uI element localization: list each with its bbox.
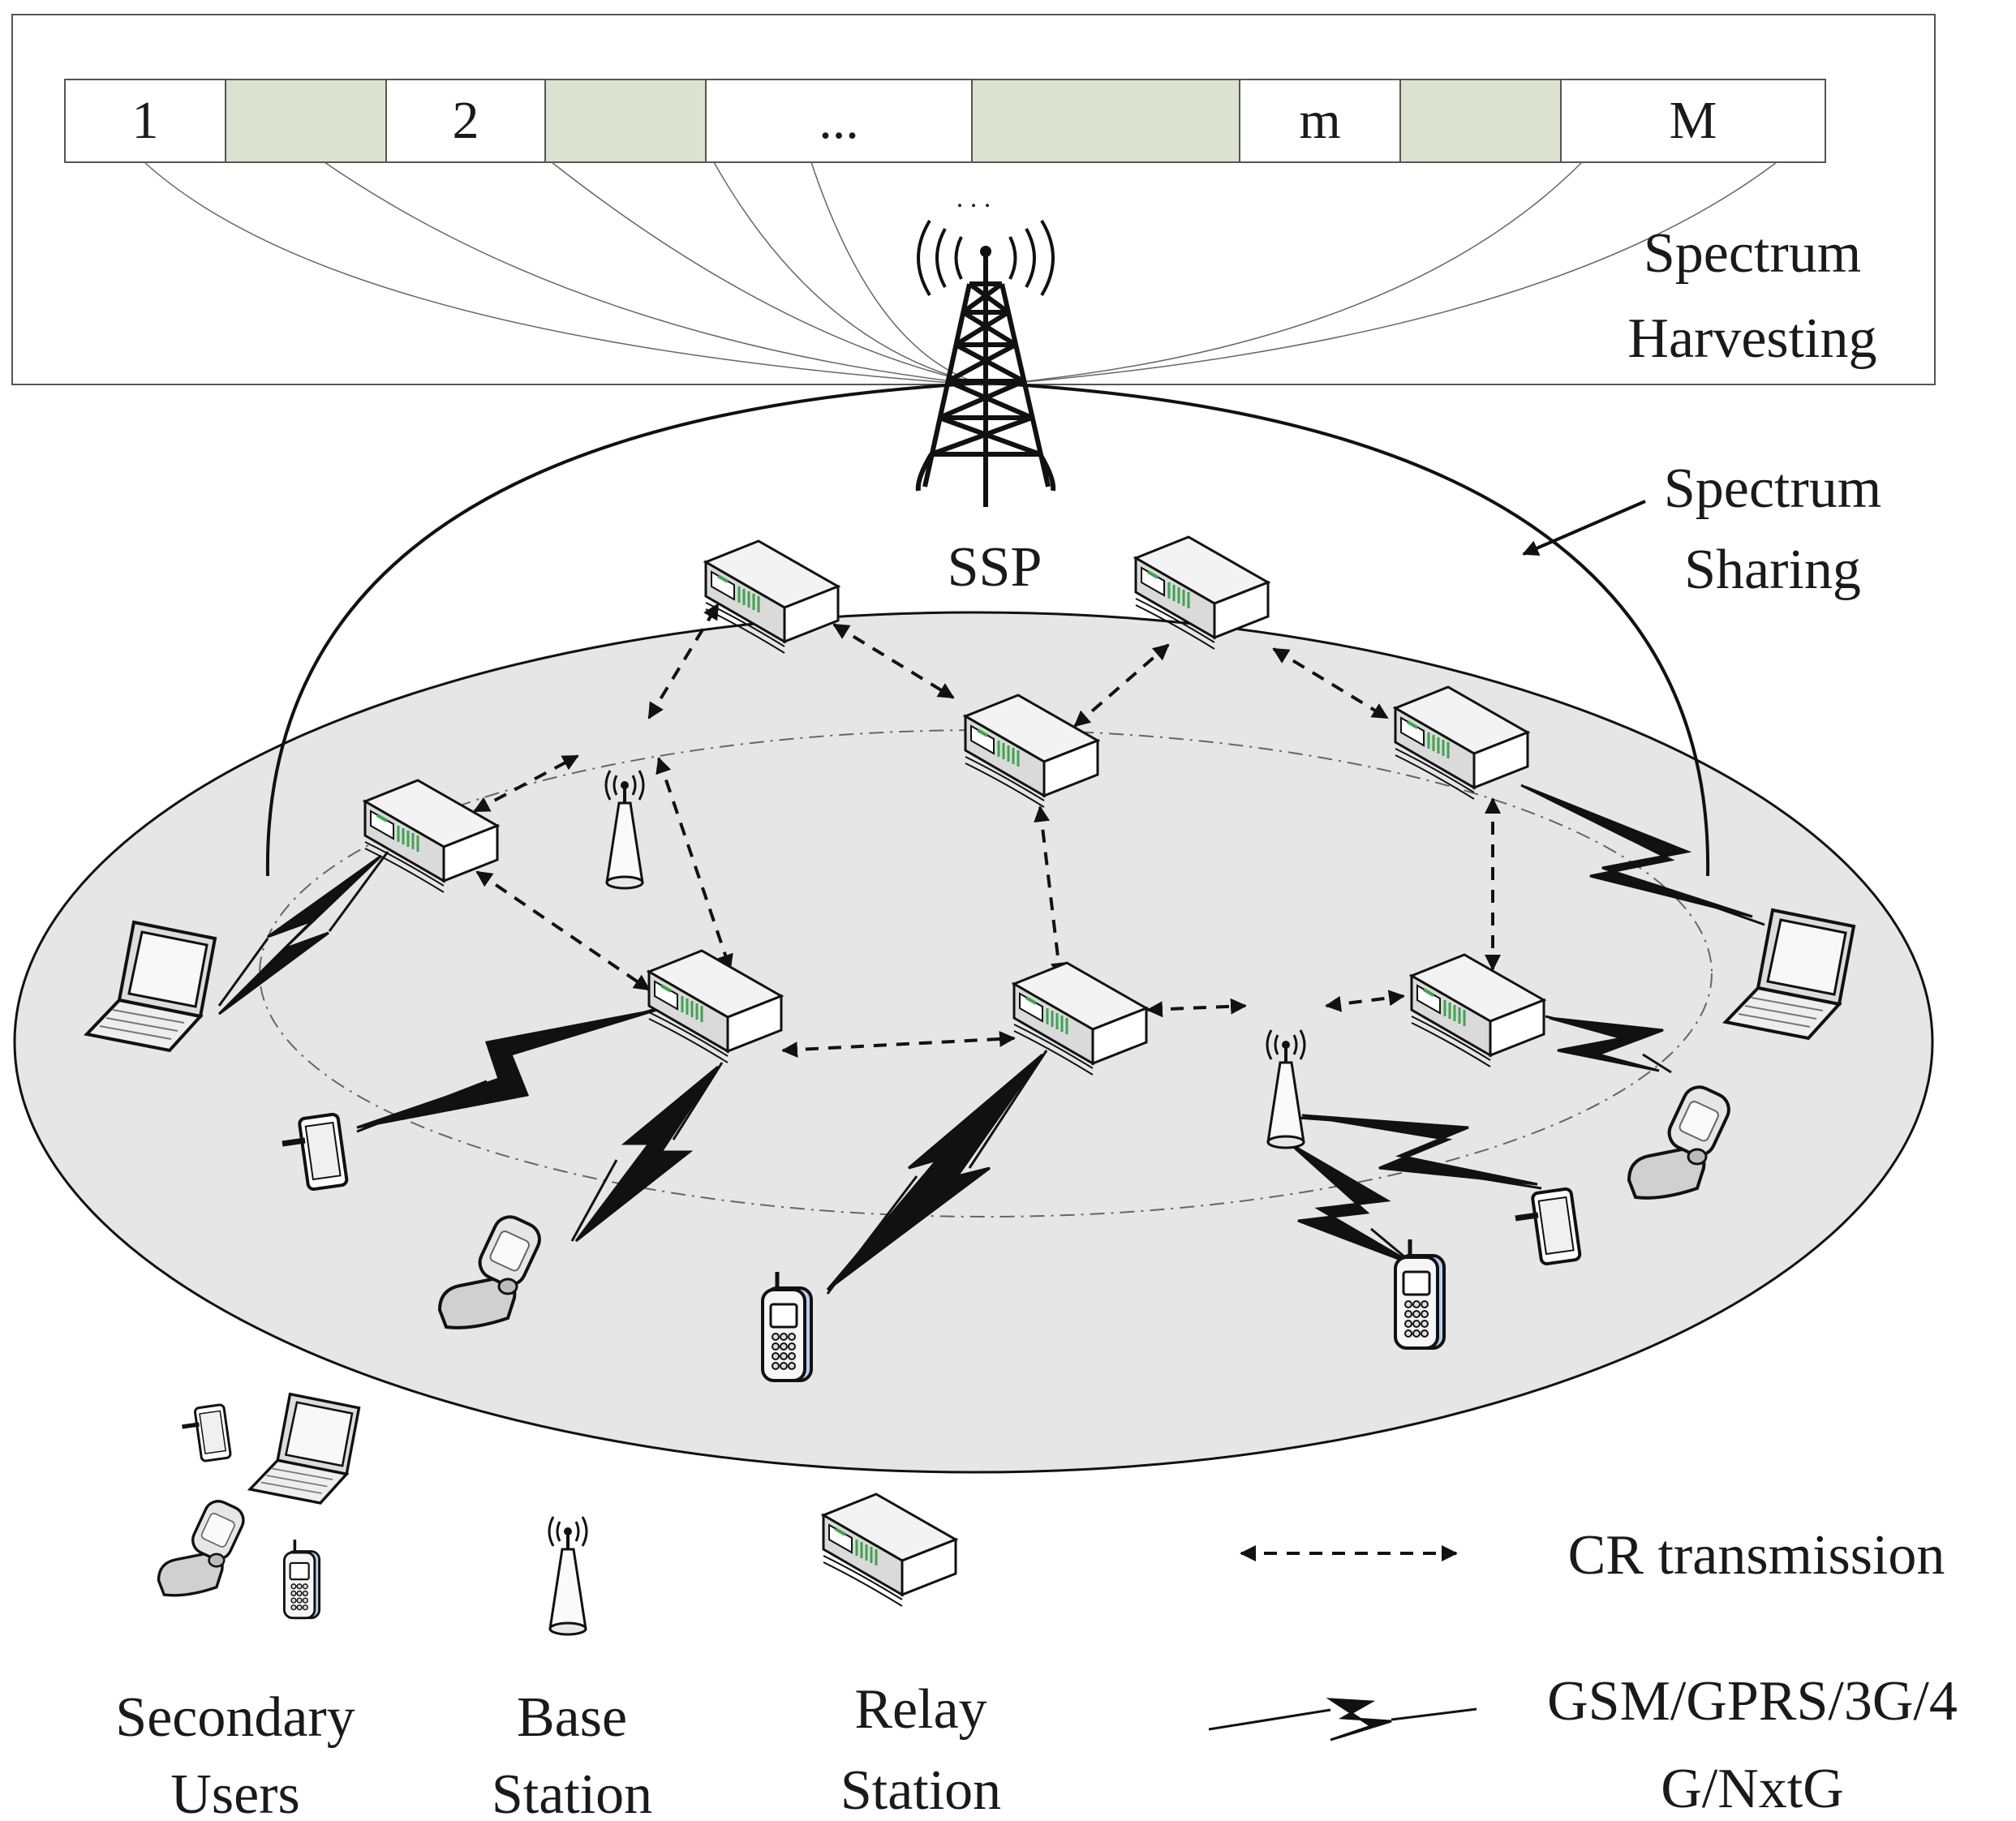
spectrum-cell-m xyxy=(1239,79,1401,163)
wireless-link-tablet-left xyxy=(356,1008,658,1129)
cr-link xyxy=(781,1030,1016,1059)
cr-link xyxy=(1146,998,1247,1018)
legend-base-station-icon xyxy=(548,1515,588,1636)
wireless-link-phone-bottom xyxy=(826,1053,1044,1291)
spectrum-harvesting-label-line2: Harvesting xyxy=(1627,307,1876,370)
legend-tablet-icon xyxy=(183,1404,231,1461)
cr-link xyxy=(473,754,579,813)
spectrum-cell-gap-4 xyxy=(1399,79,1562,163)
legend-gsm-label: GSM/GPRS/3G/4 xyxy=(1547,1670,1958,1733)
spectrum-sharing-label-line2: Sharing xyxy=(1684,539,1861,601)
cr-link xyxy=(1034,805,1067,979)
legend-flip-phone-icon xyxy=(157,1495,250,1597)
tower-dots: . . . xyxy=(956,183,991,213)
wireless-leads xyxy=(217,784,1765,1295)
wireless-link-flipphone xyxy=(574,1065,720,1243)
spectrum-sharing-pointer xyxy=(1522,500,1646,556)
spectrum-cell-2 xyxy=(385,79,546,163)
sharing-inner-boundary xyxy=(259,729,1713,1218)
spectrum-label-M: M xyxy=(1670,91,1717,150)
legend-secondary-users-label-line2: Users xyxy=(170,1763,299,1821)
wireless-link-tablet-right xyxy=(1301,1114,1538,1186)
legend-relay-station-label-line2: Station xyxy=(840,1759,1001,1821)
wireless-link-laptop-left xyxy=(217,854,383,1016)
ssp-label: SSP xyxy=(948,536,1042,599)
spectrum-cell-1 xyxy=(64,79,226,163)
wireless-links xyxy=(217,785,1753,1291)
legend-base-station-label-line2: Station xyxy=(492,1763,652,1821)
cr-link xyxy=(475,870,651,991)
cr-links xyxy=(473,603,1501,1059)
spectrum-label-2: 2 xyxy=(453,91,479,150)
harvesting-curves xyxy=(144,161,1777,386)
legend-base-station-label: Base xyxy=(517,1686,627,1749)
legend-wireless-icon xyxy=(1208,1698,1477,1742)
spectrum-cell-gap-2 xyxy=(544,79,707,163)
cr-link xyxy=(832,623,955,699)
legend-relay-station-label: Relay xyxy=(854,1678,987,1741)
spectrum-label-1: 1 xyxy=(132,91,159,150)
spectrum-bar: 1 2 ... m M xyxy=(64,79,1826,163)
legend-laptop-icon xyxy=(248,1393,361,1505)
spectrum-cell-gap-3 xyxy=(971,79,1240,163)
legend-gsm-label-line2: G/NxtG xyxy=(1661,1758,1844,1820)
legend: Secondary Users Base Station Relay Stati… xyxy=(115,1393,1958,1821)
wireless-link-flipphone-right xyxy=(1549,1016,1664,1072)
cr-link xyxy=(1325,990,1405,1012)
ssp-tower-icon xyxy=(915,219,1056,507)
spectrum-label-m: m xyxy=(1299,91,1340,150)
spectrum-harvesting-frame xyxy=(11,14,1936,385)
spectrum-sharing-label: Spectrum xyxy=(1664,457,1881,520)
cr-link xyxy=(656,757,733,971)
legend-mobile-phone-icon xyxy=(282,1538,321,1620)
spectrum-cell-ellipsis xyxy=(705,79,973,163)
wireless-link-laptop-right xyxy=(1524,785,1753,918)
spectrum-cell-M xyxy=(1560,79,1826,163)
legend-relay-station-icon xyxy=(822,1492,957,1608)
spectrum-cell-gap-1 xyxy=(225,79,387,163)
cr-link xyxy=(1073,643,1170,728)
spectrum-harvesting-label: Spectrum xyxy=(1644,222,1861,285)
legend-secondary-users-label: Secondary xyxy=(115,1686,355,1749)
legend-cr-transmission-label: CR transmission xyxy=(1568,1524,1945,1587)
spectrum-label-ellipsis: ... xyxy=(819,91,859,150)
